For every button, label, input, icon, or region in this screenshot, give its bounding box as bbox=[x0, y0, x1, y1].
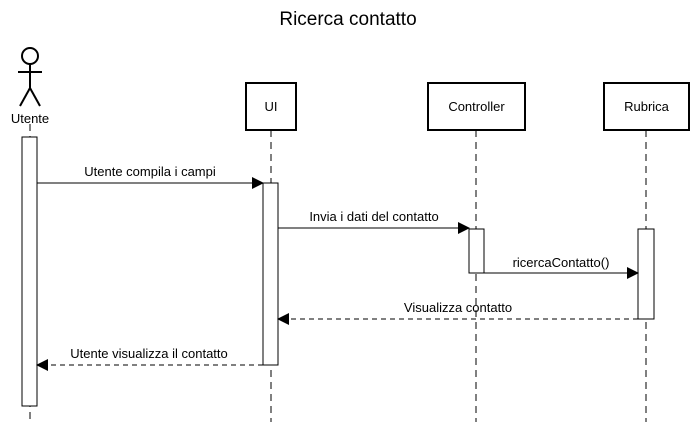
participant-rubrica: Rubrica bbox=[603, 82, 690, 131]
message-1: Utente compila i campi bbox=[37, 164, 264, 189]
message-3-label: ricercaContatto() bbox=[513, 255, 610, 270]
activation-rubrica bbox=[637, 228, 655, 320]
actor-right-leg bbox=[29, 87, 41, 107]
message-3: ricercaContatto() bbox=[484, 255, 639, 279]
participant-controller-label: Controller bbox=[448, 99, 505, 114]
message-4: Visualizza contatto bbox=[277, 300, 638, 325]
message-4-label: Visualizza contatto bbox=[404, 300, 512, 315]
participant-controller: Controller bbox=[427, 82, 526, 131]
actor-left-leg bbox=[19, 87, 31, 107]
message-5: Utente visualizza il contatto bbox=[36, 346, 263, 371]
activation-controller bbox=[468, 228, 485, 274]
activation-ui bbox=[262, 182, 279, 366]
actor-utente-label: Utente bbox=[11, 111, 49, 126]
message-2: Invia i dati del contatto bbox=[278, 209, 470, 234]
participant-ui-label: UI bbox=[265, 99, 278, 114]
activation-utente bbox=[21, 136, 38, 407]
message-1-label: Utente compila i campi bbox=[84, 164, 216, 179]
actor-head bbox=[21, 47, 39, 65]
diagram-title: Ricerca contatto bbox=[279, 9, 416, 30]
message-5-label: Utente visualizza il contatto bbox=[70, 346, 228, 361]
participant-ui: UI bbox=[245, 82, 297, 131]
activations bbox=[21, 136, 655, 407]
actor-utente bbox=[18, 47, 42, 107]
message-2-label: Invia i dati del contatto bbox=[309, 209, 438, 224]
participant-rubrica-label: Rubrica bbox=[624, 99, 670, 114]
